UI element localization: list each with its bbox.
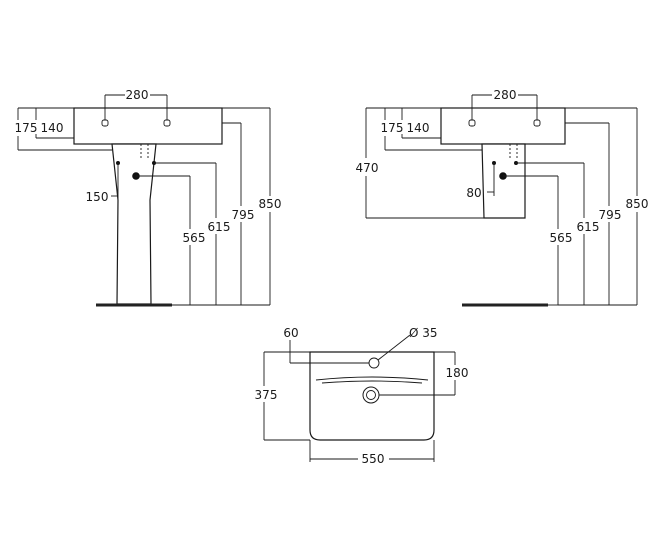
dim-850-label: 850 — [626, 197, 649, 211]
dim-550-label: 550 — [362, 452, 385, 466]
pedestal-outline — [111, 143, 157, 305]
dim-280-label: 280 — [126, 88, 149, 102]
dim-565-label: 565 — [550, 231, 573, 245]
drain-inner — [366, 390, 376, 400]
dim-565-label: 565 — [183, 231, 206, 245]
dim-795-label: 795 — [599, 208, 622, 222]
dim-375-label: 375 — [255, 388, 278, 402]
dim-150-label: 150 — [86, 190, 109, 204]
basin-outline — [73, 107, 223, 145]
dim-470-label: 470 — [356, 161, 379, 175]
dim-615-label: 615 — [208, 220, 231, 234]
dim-80-label: 80 — [466, 186, 481, 200]
dim-60-label: 60 — [283, 326, 298, 340]
dim-diameter-label: Ø 35 — [409, 326, 438, 340]
dim-180-label: 180 — [446, 366, 469, 380]
basin-outline — [440, 107, 566, 145]
dim-615-label: 615 — [577, 220, 600, 234]
bowl-rim-line — [315, 376, 429, 381]
dim-280-label: 280 — [494, 88, 517, 102]
basin-plan-outline — [309, 351, 435, 441]
dim-140-label: 140 — [407, 121, 430, 135]
dim-175-label: 175 — [15, 121, 38, 135]
bowl-rim-line — [321, 380, 423, 384]
semi-pedestal-side-view: 280 470 175 140 80 565 615 — [356, 88, 649, 307]
dim-175-label: 175 — [381, 121, 404, 135]
dim-850-label: 850 — [259, 197, 282, 211]
basin-plan-view: Ø 35 60 375 180 550 — [255, 326, 469, 466]
dim-795-label: 795 — [232, 208, 255, 222]
pedestal-side-view: 280 175 140 150 565 615 795 — [15, 88, 282, 307]
semi-pedestal-outline — [481, 143, 526, 219]
dim-140-label: 140 — [41, 121, 64, 135]
